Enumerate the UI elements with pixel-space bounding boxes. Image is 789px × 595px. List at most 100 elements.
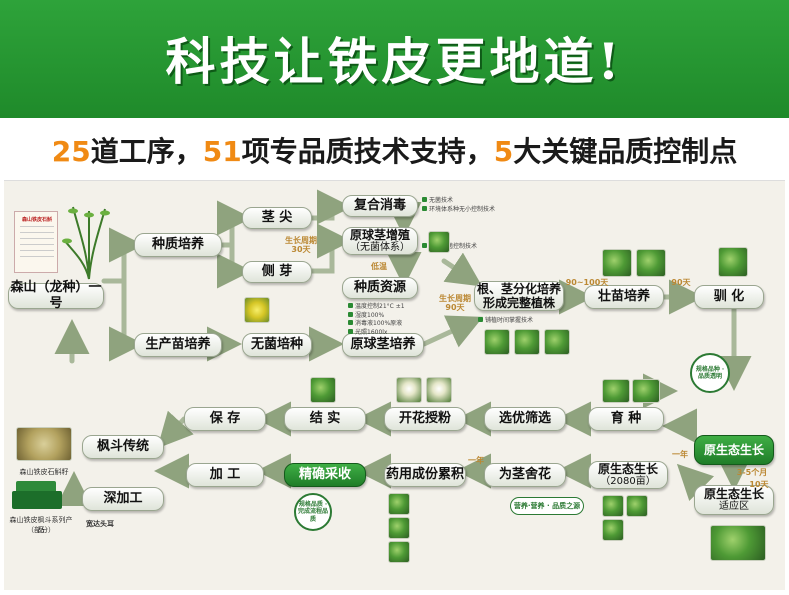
node-protocorm-proliferation: 原球茎增殖 （无菌体系） [342,227,418,255]
acclimatized-plant-photo [718,247,748,277]
flower-photo [426,377,452,403]
node-natural-growth: 原生态生长 [694,435,774,465]
node-preservation: 保 存 [184,407,266,431]
bullet-icon [422,205,427,211]
note-root-stem: 铺植时间掌握技术 [478,317,533,326]
quality-badge: 规格品质 · 完成流程品质 [294,493,332,531]
node-strong-seedling: 壮苗培养 [584,285,664,309]
subtitle-num-3: 5 [493,135,514,168]
product-caption: 森山铁皮枫斗系列产品 [9,516,73,534]
node-lateral-bud: 侧 芽 [242,261,312,283]
habitat-photo [602,495,624,517]
node-compound-disinfection: 复合消毒 [342,195,418,217]
certificate-line [20,238,54,239]
certificate-line [20,256,54,257]
node-natural-growth-adapt-label: 原生态生长 [703,486,764,501]
node-protocorm-proliferation-label: 原球茎增殖 [349,227,410,242]
seedling-photo [636,249,666,277]
flask-photo [514,329,540,355]
bullet-icon [348,303,353,308]
certificate-line [20,244,54,245]
flow-connectors [54,189,752,506]
node-root-stem-differentiation: 根、茎分化培养 形成完整植株 [474,281,564,311]
banner-title: 科技让铁皮更地道! [165,32,624,91]
culture-flask-image [428,231,450,253]
node-protocorm-proliferation-sublabel: （无菌体系） [350,242,410,254]
seed-caption: 森山铁皮石斛籽 [19,468,69,476]
node-natural-growth-adapt-sublabel: 适应区 [719,501,749,513]
bullet-icon [348,329,353,335]
node-fengdou-tradition: 枫斗传统 [82,435,164,459]
note-text: 消毒液100%原液 [355,320,403,328]
tag-3-5-months: 3-5个月 [736,468,768,477]
tag-one-year-b: 一年 [468,456,484,465]
subtitle-num-2: 51 [202,135,242,168]
note-text: 环境体系种无小控制技术 [429,205,496,213]
flask-photo [484,329,510,355]
node-natural-growth-adapt: 原生态生长 适应区 [694,485,774,515]
node-natural-growth-2080-sublabel: （2080亩） [600,476,656,488]
node-medicinal-accumulation: 药用成份累积 [384,463,466,487]
node-acclimatization: 驯 化 [694,285,764,309]
sterile-sample-photo [244,297,270,323]
certificate-line [20,232,54,233]
node-stem-tip: 茎 尖 [242,207,312,229]
subtitle-num-1: 25 [51,135,91,168]
note-text: 温度控制21°C ±1 [355,303,405,310]
bullet-icon [422,243,427,248]
certificate-title: 森山铁皮石斛 [21,217,52,223]
node-processing: 加 工 [186,463,264,487]
note-text: 光照1600lx [355,329,388,337]
tag-90-days: 90天 [671,278,691,287]
note-line: 专业无菌控制技术 [422,243,477,252]
node-origin-variety: 森山（龙种）一号 [8,280,104,311]
stem-photo [388,517,410,539]
habitat-photo [602,519,624,541]
bullet-icon [348,311,353,317]
quality-badge: 规格品种 · 品质透明 [690,353,730,393]
habitat-photo [626,495,648,517]
fruit-photo [310,377,336,403]
plantation-photo [710,525,766,561]
node-fruiting: 结 实 [284,407,366,431]
node-sterile-culture: 无菌培种 [242,333,312,357]
process-board: 森山铁皮石斛 森山（龙种）一号 种质培养 茎 尖 侧 芽 复合消毒 [4,180,785,590]
node-pollination: 开花授粉 [384,407,466,431]
note-text: 无菌技术 [429,197,454,204]
certificate-line [20,250,54,251]
subtitle-text-3: 大关键品质控制点 [513,135,738,168]
tag-one-year-a: 一年 [672,450,688,459]
bullet-icon [478,317,483,322]
flask-photo [544,329,570,355]
quality-strip: 营养·营养 · 品质之源 [510,497,584,515]
node-root-stem-label-1: 根、茎分化培养 [476,281,561,296]
note-text: 专业无菌控制技术 [429,243,478,250]
subtitle: 25道工序，51项专品质技术支持，5大关键品质控制点 [0,130,789,170]
note-text: 湿度100% [355,311,385,319]
title-banner: 科技让铁皮更地道! [0,0,789,118]
bullet-icon [348,320,353,326]
node-germplasm-culture: 种质培养 [134,233,222,257]
note-protocorm: 专业无菌控制技术 [422,243,477,252]
tag-low-temp: 低温 [371,262,387,271]
seedling-photo [602,249,632,277]
product-box-image [12,491,62,509]
note-line: 温度控制21°C ±1 [348,303,405,312]
breeding-photo [602,379,630,403]
node-stem-over-flower: 为茎舍花 [484,463,566,487]
subtitle-text-1: 道工序， [90,135,203,168]
product-box-image [16,481,56,493]
node-breeding: 育 种 [588,407,664,431]
note-line: 湿度100% [348,311,405,321]
certificate-line [20,226,54,227]
seed-photo [16,427,72,461]
note-line: 铺植时间掌握技术 [478,317,533,326]
node-seedling-culture: 生产苗培养 [134,333,222,357]
bullet-icon [422,197,427,202]
note-line: 光照1600lx [348,329,405,338]
node-natural-growth-2080: 原生态生长 （2080亩） [588,461,668,489]
subtitle-text-2: 项专品质技术支持， [241,135,494,168]
